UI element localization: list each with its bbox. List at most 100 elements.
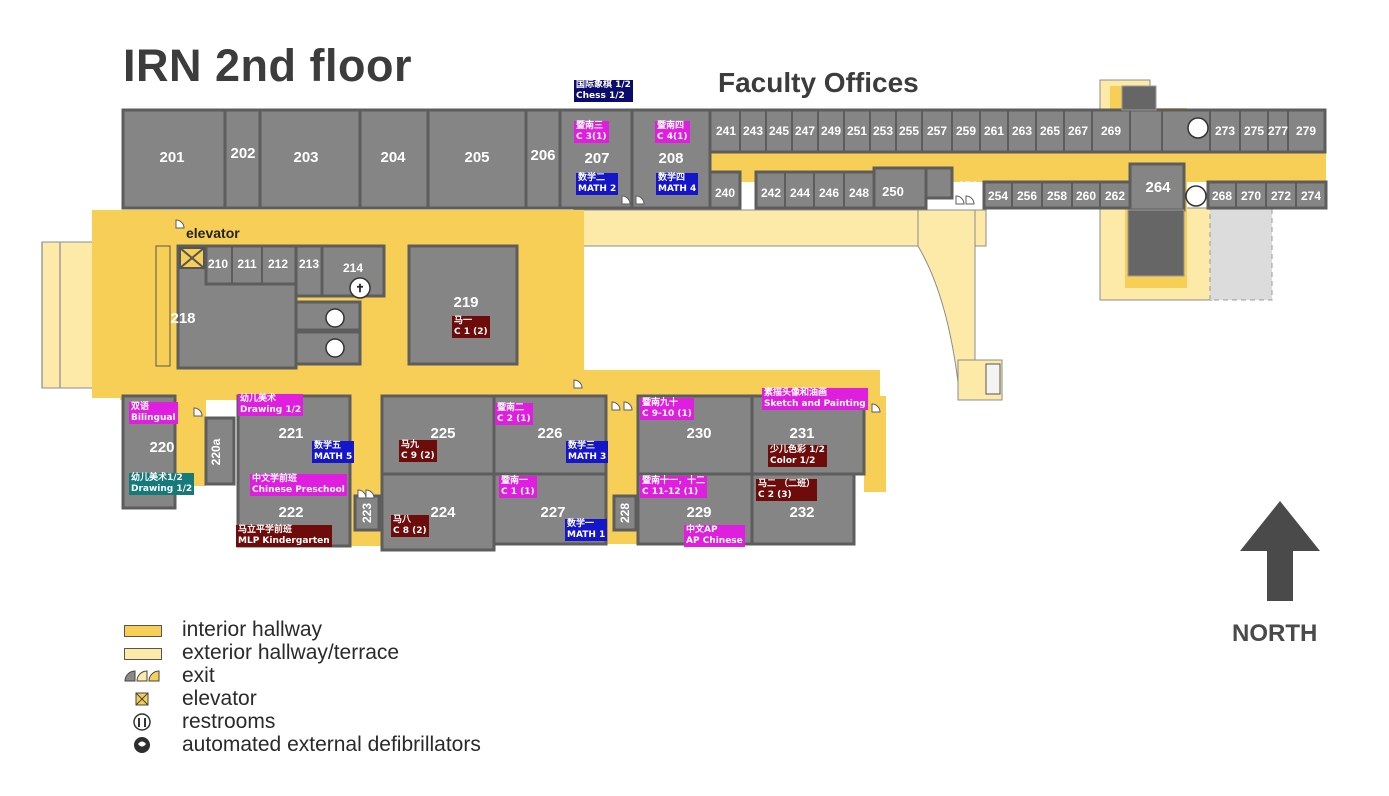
class-label-line: C 11-12 (1) (642, 487, 699, 497)
elevator-icon (179, 247, 205, 269)
room-263: 263 (1012, 124, 1032, 138)
room-265: 265 (1040, 124, 1060, 138)
room-272: 272 (1271, 189, 1291, 203)
room-258: 258 (1047, 189, 1067, 203)
room-218-label: 218 (170, 310, 195, 327)
legend-elevator: elevator (122, 687, 481, 710)
room-242: 242 (761, 186, 781, 200)
class-label-line: 暨南一 (501, 476, 529, 486)
room-268: 268 (1212, 189, 1232, 203)
class-label-line: 马二 （二班） (758, 479, 816, 489)
room-264: 264 (1145, 179, 1171, 196)
legend-exit: exit (122, 664, 481, 687)
interior-swatch-icon (124, 624, 162, 637)
room-255: 255 (899, 124, 919, 138)
room-274: 274 (1301, 189, 1321, 203)
room-219: 219 (453, 294, 478, 311)
room-225: 225 (430, 425, 455, 442)
class-label-line: C 2 (1) (497, 414, 531, 424)
class-label-line: MATH 2 (578, 184, 617, 194)
room-253: 253 (873, 124, 893, 138)
rooms (121, 108, 1328, 552)
room-246: 246 (819, 186, 839, 200)
room-254: 254 (988, 189, 1008, 203)
class-label-line: Drawing 1/2 (240, 405, 302, 415)
class-label-line: AP Chinese (686, 536, 743, 546)
room-202: 202 (230, 145, 255, 162)
class-label-line: 少儿色彩 1/2 (770, 445, 825, 455)
room-213: 213 (299, 257, 319, 271)
exit-doors (175, 195, 975, 499)
elevator-label: elevator (186, 225, 240, 241)
class-label-line: 数学二 (578, 173, 606, 183)
room-270: 270 (1241, 189, 1261, 203)
room-210: 210 (208, 257, 228, 271)
legend-interior: interior hallway (122, 618, 481, 641)
faculty-offices-label: Faculty Offices (718, 67, 919, 98)
class-label-line: Bilingual (131, 413, 176, 423)
class-label-line: 数学一 (567, 519, 595, 529)
room-252: 252 (958, 179, 978, 193)
class-label-line: C 3(1) (576, 132, 607, 142)
restroom-legend-icon (133, 712, 151, 731)
class-label-line: MATH 4 (658, 184, 697, 194)
class-label-line: 幼儿美术 (240, 394, 277, 404)
class-label-line: C 1 (2) (454, 327, 488, 337)
room-223: 223 (360, 503, 374, 523)
class-label-line: Chinese Preschool (252, 485, 345, 495)
class-label-line: 马九 (401, 440, 420, 450)
room-232: 232 (789, 504, 814, 521)
legend-aed: automated external defibrillators (122, 733, 481, 756)
class-label-line: C 4(1) (657, 132, 688, 142)
small-room-labels: 210 211 212 213 214 241 243 245 247 249 … (208, 124, 1321, 523)
class-label-ma2: 马二 （二班）C 2 (3) (756, 479, 818, 501)
room-244: 244 (790, 186, 810, 200)
room-201: 201 (159, 149, 184, 166)
room-262: 262 (1105, 189, 1125, 203)
room-261: 261 (984, 124, 1004, 138)
room-211: 211 (237, 257, 257, 271)
svg-text:✝: ✝ (355, 283, 364, 295)
class-label-line: Sketch and Painting (764, 399, 866, 409)
class-label-line: 暨南九十 (642, 398, 679, 408)
room-203: 203 (293, 149, 318, 166)
class-label-line: 中文学前班 (252, 474, 298, 484)
class-label-line: MATH 3 (568, 452, 607, 462)
class-label-line: 幼儿美术1/2 (131, 473, 183, 483)
restroom-icon: ✝ (349, 277, 371, 299)
room-224: 224 (430, 504, 456, 521)
class-label-line: 数学三 (568, 441, 596, 451)
room-248: 248 (849, 186, 869, 200)
office-partitions (231, 110, 1297, 284)
room-241: 241 (716, 124, 736, 138)
class-label-line: 马一 (454, 316, 473, 326)
room-267: 267 (1068, 124, 1088, 138)
exit-icon (124, 669, 160, 681)
room-269: 269 (1101, 124, 1121, 138)
class-label-line: Drawing 1/2 (131, 484, 193, 494)
room-226: 226 (537, 425, 562, 442)
class-label-line: 马八 (393, 515, 412, 525)
room-277: 277 (1268, 124, 1288, 138)
legend-restrooms: restrooms (122, 710, 481, 733)
class-label-line: 暨南三 (576, 121, 604, 131)
room-256: 256 (1017, 189, 1037, 203)
class-label-line: 暨南二 (497, 403, 525, 413)
room-249: 249 (821, 124, 841, 138)
map-title: IRN 2nd floor (123, 40, 412, 91)
room-247: 247 (795, 124, 815, 138)
